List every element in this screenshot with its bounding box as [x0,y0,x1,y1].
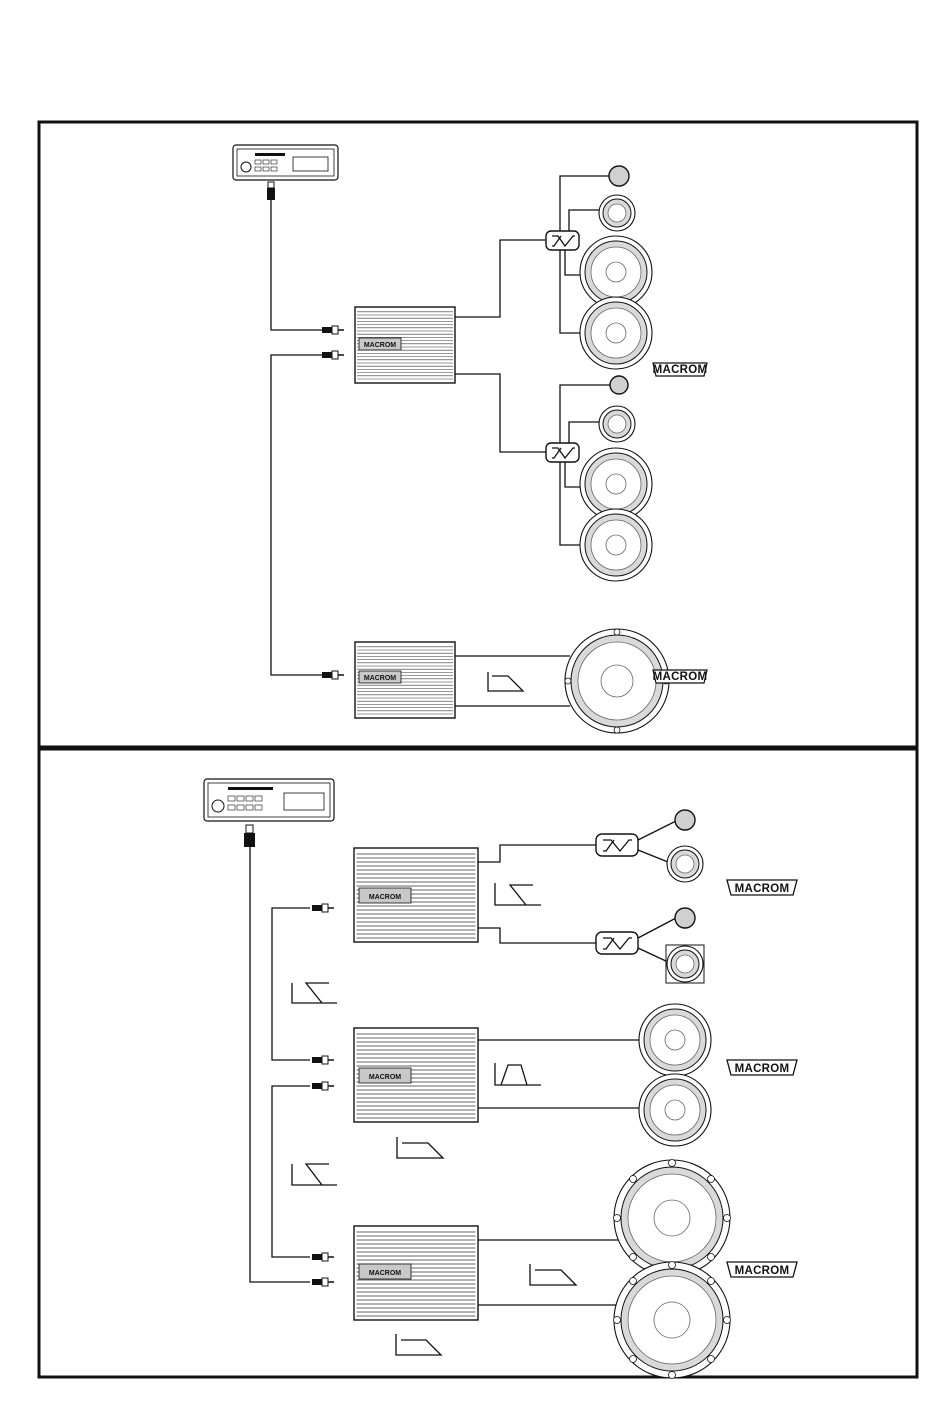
head-unit-rca-top [267,182,275,207]
low-pass-filter-icon [397,1137,443,1158]
low-pass-filter-icon [530,1264,576,1285]
amp-logo: MACROM [364,342,396,349]
tweeter-icon [675,908,695,928]
svg-text:MACROM: MACROM [653,364,708,376]
amplifier-mid-bottom: MACROM [354,1028,478,1122]
high-pass-filter-icon [292,1164,337,1185]
amp-logo: MACROM [364,675,396,682]
woofer-speaker-icon [580,297,652,369]
macrom-logo: MACROM [727,1262,797,1277]
svg-text:MACROM: MACROM [653,671,708,683]
midrange-speaker-icon [599,195,635,231]
midrange-speaker-icon [667,946,703,982]
amp-logo: MACROM [369,1270,401,1277]
band-pass-filter-icon [495,1063,541,1085]
crossover-icon [596,834,638,856]
head-unit-top [233,145,338,180]
crossover-icon [546,443,579,462]
amplifier-high-bottom: MACROM [354,848,478,942]
svg-text:MACROM: MACROM [735,1265,790,1277]
svg-text:MACROM: MACROM [735,1063,790,1075]
amplifier-front-top: MACROM [355,307,455,383]
midrange-speaker-icon [599,406,635,442]
head-unit-rca-bottom [244,825,255,860]
low-pass-filter-icon [488,672,523,691]
tweeter-icon [609,166,629,186]
high-pass-filter-icon [495,883,541,905]
high-pass-filter-icon [292,983,337,1003]
subwoofer-speaker-icon [614,1160,731,1277]
midwoofer-speaker-icon [639,1074,711,1146]
low-pass-filter-icon [396,1334,441,1355]
amplifier-sub-top: MACROM [355,642,455,718]
svg-text:MACROM: MACROM [735,883,790,895]
top-panel-frame [39,122,917,747]
macrom-logo: MACROM [653,670,708,683]
amp-logo: MACROM [369,1074,401,1081]
tweeter-icon [675,810,695,830]
subwoofer-speaker-icon [614,1262,731,1379]
amp-logo: MACROM [369,894,401,901]
amplifier-sub-bottom: MACROM [354,1226,478,1320]
midrange-speaker-icon [667,846,703,882]
macrom-logo: MACROM [653,363,708,376]
tweeter-icon [610,376,628,394]
crossover-icon [596,932,638,954]
macrom-logo: MACROM [727,880,797,895]
head-unit-bottom [204,779,334,821]
crossover-icon [546,231,579,250]
midwoofer-speaker-icon [639,1004,711,1076]
woofer-speaker-icon [580,509,652,581]
macrom-logo: MACROM [727,1060,797,1075]
